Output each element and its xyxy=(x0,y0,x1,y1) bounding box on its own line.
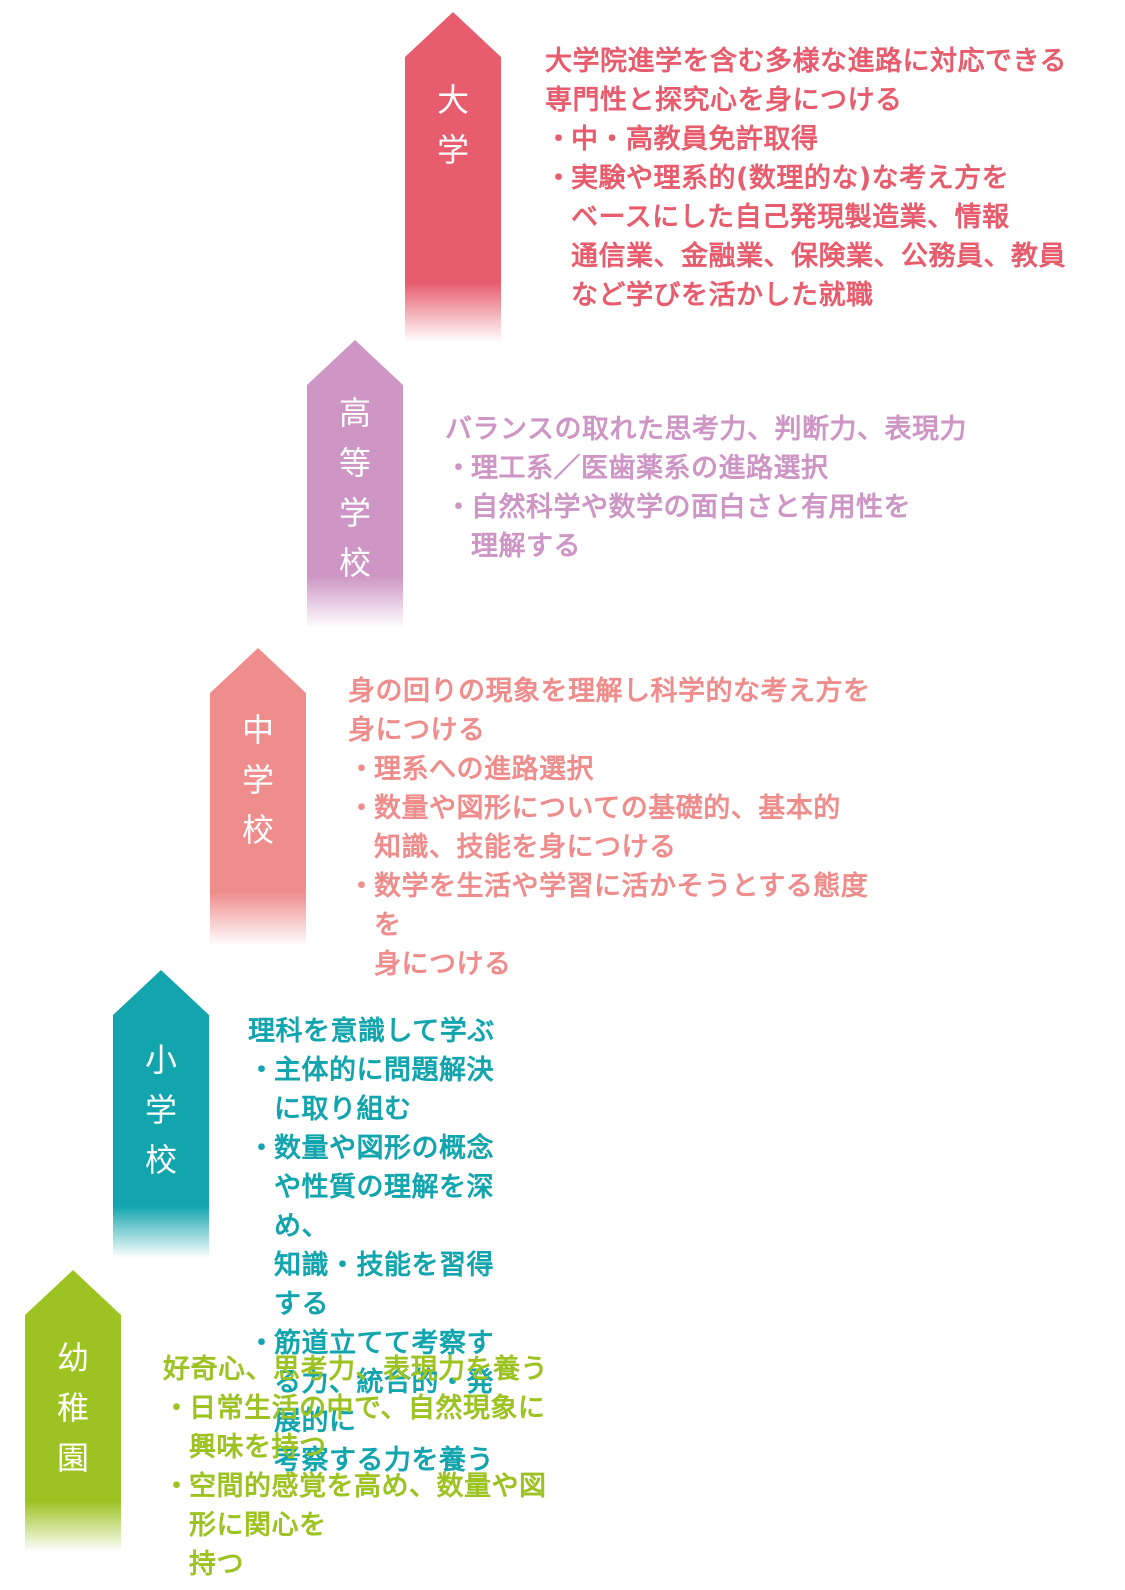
bullet-text-line: など学びを活かした就職 xyxy=(571,280,874,311)
bullet-text-line: 数学を生活や学習に活かそうとする態度を xyxy=(374,871,869,941)
stage-heading-line: 身の回りの現象を理解し科学的な考え方を xyxy=(348,676,871,707)
bullet-text-line: 数量や図形の概念や性質の理解を深め、 xyxy=(274,1133,494,1242)
stage-label-char: 園 xyxy=(56,1439,89,1477)
stage-label: 大学 xyxy=(405,75,501,175)
stage-arrow: 高等学校 xyxy=(307,340,403,628)
stage-label-char: 稚 xyxy=(56,1389,89,1427)
stage-heading-line: 身につける xyxy=(348,715,486,746)
stage-bullet-item: ・自然科学や数学の面白さと有用性を理解する xyxy=(445,488,967,566)
stage-bullet-item: ・日常生活の中で、自然現象に興味を持つ xyxy=(163,1389,548,1467)
bullet-dot: ・ xyxy=(348,754,376,785)
stage-label-char: 学 xyxy=(338,494,371,532)
bullet-dot: ・ xyxy=(248,1328,276,1359)
stage-label-char: 学 xyxy=(436,131,469,169)
bullet-text-line: 理系への進路選択 xyxy=(374,754,594,785)
bullet-text-line: 知識・技能を習得する xyxy=(274,1250,494,1320)
stage-bullet-item: ・筋道立てて考察する力、統合的・発展的に考察する力を養う xyxy=(248,1324,495,1480)
stage-label-char: 校 xyxy=(144,1141,177,1179)
stage-label-char: 大 xyxy=(436,81,469,119)
stage-bullet-item: ・理工系／医歯薬系の進路選択 xyxy=(445,449,967,488)
stage-label-char: 中 xyxy=(241,711,274,749)
stage-heading-line: 理科を意識して学ぶ xyxy=(248,1016,495,1047)
stage-label: 高等学校 xyxy=(307,388,403,588)
stage-description: 大学院進学を含む多様な進路に対応できる専門性と探究心を身につける・中・高教員免許… xyxy=(545,42,1067,315)
stage-description: 身の回りの現象を理解し科学的な考え方を身につける・理系への進路選択・数量や図形に… xyxy=(348,672,871,984)
bullet-text-line: 考察する力を養う xyxy=(274,1445,494,1476)
bullet-dot: ・ xyxy=(348,793,376,824)
stage-label-char: 校 xyxy=(338,544,371,582)
bullet-dot: ・ xyxy=(163,1393,191,1424)
stage-description: 好奇心、思考力、表現力を養う・日常生活の中で、自然現象に興味を持つ・空間的感覚を… xyxy=(163,1350,548,1584)
bullet-text-line: 空間的感覚を高め、数量や図形に関心を xyxy=(189,1471,547,1541)
stage-bullet-item: ・実験や理系的(数理的な)な考え方をベースにした自己発現製造業、情報通信業、金融… xyxy=(545,159,1067,315)
bullet-text-line: 持つ xyxy=(189,1549,244,1580)
stage-heading-line: 大学院進学を含む多様な進路に対応できる xyxy=(545,46,1067,77)
stage-heading-line: 専門性と探究心を身につける xyxy=(545,85,903,116)
stage-label-char: 学 xyxy=(241,761,274,799)
bullet-dot: ・ xyxy=(545,163,573,194)
stage-label: 幼稚園 xyxy=(25,1333,121,1483)
stage-label-char: 幼 xyxy=(56,1339,89,1377)
stage-bullet-item: ・中・高教員免許取得 xyxy=(545,120,1067,159)
stage-label-char: 高 xyxy=(338,394,371,432)
stage-label-char: 学 xyxy=(144,1091,177,1129)
stage-label-char: 小 xyxy=(144,1041,177,1079)
stage-bullet-item: ・主体的に問題解決に取り組む xyxy=(248,1051,495,1129)
bullet-dot: ・ xyxy=(248,1055,276,1086)
bullet-text-line: 自然科学や数学の面白さと有用性を xyxy=(471,492,911,523)
bullet-text-line: 筋道立てて考察する力、統合的・発展的に xyxy=(274,1328,494,1437)
bullet-dot: ・ xyxy=(348,871,376,902)
stage-arrow: 幼稚園 xyxy=(25,1270,121,1552)
stage-arrow: 中学校 xyxy=(210,648,306,946)
stage-bullet-item: ・数量や図形についての基礎的、基本的知識、技能を身につける xyxy=(348,789,871,867)
bullet-dot: ・ xyxy=(163,1471,191,1502)
bullet-text-line: 理解する xyxy=(471,531,581,562)
bullet-dot: ・ xyxy=(248,1133,276,1164)
bullet-text-line: 理工系／医歯薬系の進路選択 xyxy=(471,453,829,484)
bullet-text-line: 通信業、金融業、保険業、公務員、教員 xyxy=(571,241,1066,272)
bullet-text-line: 中・高教員免許取得 xyxy=(571,124,819,155)
stage-bullet-item: ・数学を生活や学習に活かそうとする態度を身につける xyxy=(348,867,871,984)
bullet-text-line: ベースにした自己発現製造業、情報 xyxy=(571,202,1010,233)
bullet-text-line: 主体的に問題解決に取り組む xyxy=(274,1055,494,1125)
bullet-text-line: 知識、技能を身につける xyxy=(374,832,677,863)
bullet-dot: ・ xyxy=(545,124,573,155)
bullet-dot: ・ xyxy=(445,453,473,484)
stage-label-char: 校 xyxy=(241,811,274,849)
stage-heading-line: バランスの取れた思考力、判断力、表現力 xyxy=(445,414,967,445)
stage-bullet-item: ・理系への進路選択 xyxy=(348,750,871,789)
stage-description: 理科を意識して学ぶ・主体的に問題解決に取り組む・数量や図形の概念や性質の理解を深… xyxy=(248,1012,495,1480)
stage-bullet-item: ・数量や図形の概念や性質の理解を深め、知識・技能を習得する xyxy=(248,1129,495,1324)
stage-description: バランスの取れた思考力、判断力、表現力・理工系／医歯薬系の進路選択・自然科学や数… xyxy=(445,410,967,566)
stage-bullet-item: ・空間的感覚を高め、数量や図形に関心を持つ xyxy=(163,1467,548,1584)
bullet-text-line: 日常生活の中で、自然現象に興味を持つ xyxy=(189,1393,546,1463)
bullet-dot: ・ xyxy=(445,492,473,523)
stage-heading-line: 好奇心、思考力、表現力を養う xyxy=(163,1354,548,1385)
stage-label: 小学校 xyxy=(113,1035,209,1185)
stage-label: 中学校 xyxy=(210,705,306,855)
stage-arrow: 大学 xyxy=(405,12,501,342)
bullet-text-line: 身につける xyxy=(374,949,512,980)
stage-arrow: 小学校 xyxy=(113,970,209,1258)
stage-label-char: 等 xyxy=(338,444,371,482)
bullet-text-line: 実験や理系的(数理的な)な考え方を xyxy=(571,163,1010,194)
bullet-text-line: 数量や図形についての基礎的、基本的 xyxy=(374,793,841,824)
